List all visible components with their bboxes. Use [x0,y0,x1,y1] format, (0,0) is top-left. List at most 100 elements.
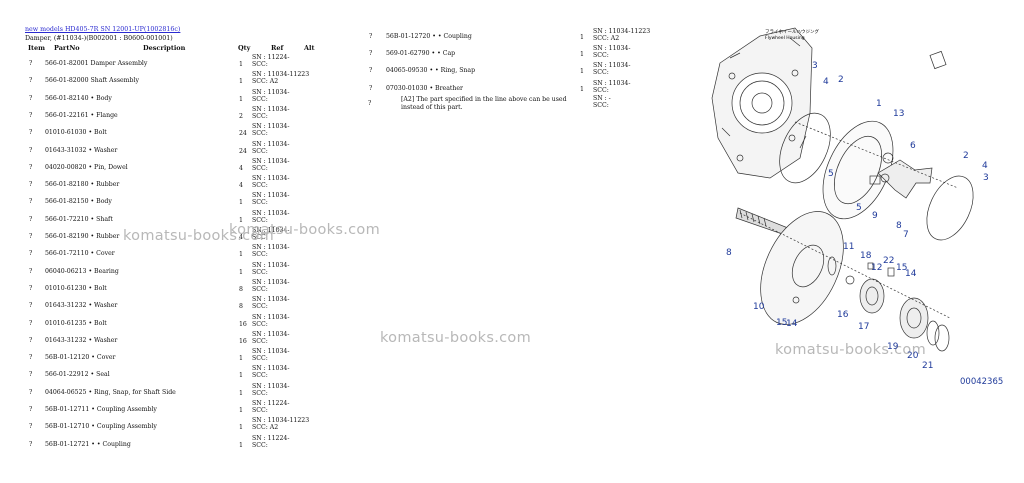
cell-partno: 566-01-82001 [45,60,89,67]
cell-partno: 06040-06213 [45,267,87,275]
cell-item: ? [29,423,33,431]
cell-ref-sn: SN : 11034- [252,330,290,338]
cell-partno: 56B-01-12720 [386,33,431,40]
cell-ref-scc: SCC: [252,234,268,241]
callout-number: 4 [982,161,988,171]
cell-qty: 1 [239,441,243,449]
callout-number: 15 [776,318,787,328]
callout-number: 16 [837,310,849,320]
cell-ref-sn: SN : 11034-11223 [252,71,310,79]
cell-partno-desc: 566-01-82000 Shaft Assembly [45,77,139,84]
cell-partno: 569-01-62790 [386,50,430,58]
cell-description: • Seal [90,371,110,379]
note-text: [A2] The part specified in the line abov… [401,96,567,111]
cell-ref-sn: SN : 11034- [593,79,631,87]
cell-partno-desc: 01643-31032 • Washer [45,147,117,154]
cell-partno: 566-01-22161 [45,111,89,119]
cell-ref-scc: SCC: [252,251,268,259]
cell-qty: 4 [239,182,243,190]
model-link[interactable]: new models HD405-7R SN 12001-UP(1002816c… [25,26,181,33]
cell-partno-desc: 566-01-22912 • Seal [45,371,110,378]
cell-partno-desc: 07030-01030 • Breather [386,85,463,92]
cell-partno: 07030-01030 [386,84,428,92]
cell-qty: 16 [239,320,247,328]
cell-partno: 04064-06525 [45,388,87,396]
cell-ref-scc: SCC: [252,268,268,276]
cell-partno-desc: 01643-31232 • Washer [45,302,117,309]
callout-number: 18 [860,251,872,261]
cell-item: ? [369,50,373,58]
cell-item: ? [29,94,33,102]
cell-partno-desc: 566-01-82150 • Body [45,198,112,205]
cell-ref-scc: SCC: [252,130,268,138]
cell-ref-scc: SCC: [252,216,268,224]
cell-item: ? [29,250,33,258]
cell-item: ? [29,284,33,292]
figure-id: 00042365 [960,377,1004,387]
cell-ref-sn: SN : 11034-11223 [252,417,310,425]
callout-number: 9 [872,211,878,221]
cell-description: Damper Assembly [90,60,148,67]
cell-qty: 24 [239,130,247,138]
cell-item: ? [29,388,33,396]
callout-number: 11 [843,242,854,252]
cell-qty: 1 [239,95,243,103]
note-ref-scc: SCC: [593,102,609,109]
watermark: komatsu-books.com [380,330,531,346]
callout-number: 5 [828,169,834,179]
cell-description: • Pin, Dowel [88,163,128,171]
callout-number: 8 [726,248,732,258]
callout-number: 20 [907,351,919,361]
cell-partno-desc: 04064-06525 • Ring, Snap, for Shaft Side [45,389,176,396]
callout-number: 12 [871,263,882,273]
cell-ref-sn: SN : 11224- [252,54,290,61]
cell-ref-sn: SN : 11034- [252,140,290,148]
cell-qty: 1 [580,34,584,41]
cell-partno: 56B-01-12721 [45,440,90,448]
cell-item: ? [29,371,33,379]
callout-number: 6 [910,141,916,151]
cell-qty: 8 [239,285,243,293]
cell-partno: 01010-61230 [45,284,87,292]
cell-ref-scc: SCC: [252,372,268,380]
cell-description: • Body [90,94,112,102]
cell-ref-sn: SN : 11034- [252,261,290,269]
cell-partno: 566-01-82190 [45,233,89,240]
cell-item: ? [29,302,33,310]
watermark: komatsu-books.com [775,342,926,358]
cell-description: • Washer [88,302,118,310]
cell-partno-desc: 56B-01-12720 • • Coupling [386,33,472,40]
cell-ref-scc: SCC: [593,86,609,94]
callout-number: 2 [963,151,969,161]
watermark: komatsu-books.com [229,222,380,238]
note-row: ? [A2] The part specified in the line ab… [0,95,650,112]
callout-number: 5 [856,203,862,213]
cell-ref-scc: SCC: [593,52,609,60]
cell-ref-scc: SCC: [593,69,609,77]
cell-partno: 566-01-82150 [45,198,89,206]
cell-partno-desc: 04020-00820 • Pin, Dowel [45,164,128,171]
cell-qty: 1 [580,51,584,59]
cell-item: ? [29,60,33,67]
cell-qty: 1 [239,424,243,432]
callout-number: 14 [786,319,798,329]
cell-ref-scc: SCC: [252,147,268,155]
cell-qty: 4 [239,164,243,172]
assembly-subtitle: Damper, (#11034-)(B002001 : B0600-001001… [25,35,173,42]
note-item: ? [368,100,372,107]
cell-ref-sn: SN : 11034- [252,244,290,252]
cell-partno-desc: 569-01-62790 • • Cap [386,50,455,57]
cell-description: • • Coupling [432,33,472,40]
